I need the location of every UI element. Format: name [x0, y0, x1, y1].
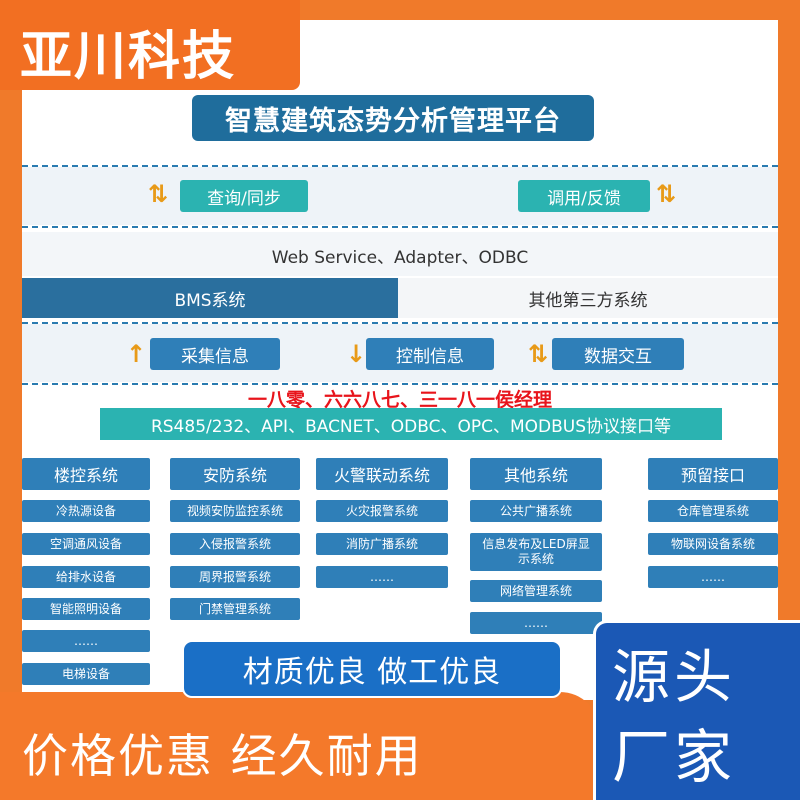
column-title: 预留接口 [648, 458, 778, 490]
list-item: 冷热源设备 [22, 500, 150, 522]
contact-text: 一八零、六六八七、三一八一侯经理 [247, 389, 552, 411]
list-item: 物联网设备系统 [648, 533, 778, 555]
third-party-system: 其他第三方系统 [398, 278, 778, 318]
column-title: 楼控系统 [22, 458, 150, 490]
corner-badge [593, 620, 800, 800]
up-arrow-icon: ↑ [126, 340, 147, 368]
list-item: 仓库管理系统 [648, 500, 778, 522]
list-item: …… [316, 566, 448, 588]
corner-badge-line2: 厂家 [612, 723, 737, 791]
interfaces-bar: RS485/232、API、BACNET、ODBC、OPC、MODBUS协议接口… [100, 408, 722, 440]
column-title: 其他系统 [470, 458, 602, 490]
list-item: …… [470, 612, 602, 634]
column-title: 安防系统 [170, 458, 300, 490]
diagram-title: 智慧建筑态势分析管理平台 [192, 95, 594, 141]
list-item: …… [22, 630, 150, 652]
list-item: 视频安防监控系统 [170, 500, 300, 522]
list-item: 公共广播系统 [470, 500, 602, 522]
list-item: 周界报警系统 [170, 566, 300, 588]
quality-banner: 材质优良 做工优良 [182, 640, 562, 698]
down-arrow-icon: ↓ [346, 340, 367, 368]
bottom-banner [0, 692, 600, 800]
list-item: 电梯设备 [22, 663, 150, 685]
protocol-text: Web Service、Adapter、ODBC [271, 248, 529, 268]
list-item: 给排水设备 [22, 566, 150, 588]
list-item: 智能照明设备 [22, 598, 150, 620]
brand-tab [0, 0, 300, 90]
list-item: 信息发布及LED屏显示系统 [470, 533, 602, 571]
brand-name: 亚川科技 [20, 27, 237, 87]
list-item: 火灾报警系统 [316, 500, 448, 522]
corner-badge-line1: 源头 [612, 643, 737, 711]
up-down-arrow-icon: ⇅ [528, 340, 549, 368]
collect-info-box: 采集信息 [150, 338, 280, 370]
call-feedback-box: 调用/反馈 [518, 180, 650, 212]
list-item: 门禁管理系统 [170, 598, 300, 620]
list-item: 网络管理系统 [470, 580, 602, 602]
query-sync-box: 查询/同步 [180, 180, 308, 212]
list-item: 消防广播系统 [316, 533, 448, 555]
query-band [22, 167, 778, 225]
column-title: 火警联动系统 [316, 458, 448, 490]
list-item: …… [648, 566, 778, 588]
bottom-slogan: 价格优惠 经久耐用 [22, 729, 423, 783]
protocol-band [22, 232, 778, 276]
divider [22, 322, 778, 324]
control-info-box: 控制信息 [366, 338, 494, 370]
bms-system: BMS系统 [22, 278, 398, 318]
data-exchange-box: 数据交互 [552, 338, 684, 370]
up-down-arrow-icon: ⇅ [148, 180, 169, 208]
list-item: 入侵报警系统 [170, 533, 300, 555]
divider [22, 226, 778, 228]
divider [22, 383, 778, 385]
up-down-arrow-icon: ⇅ [656, 180, 677, 208]
divider [22, 165, 778, 167]
list-item: 空调通风设备 [22, 533, 150, 555]
